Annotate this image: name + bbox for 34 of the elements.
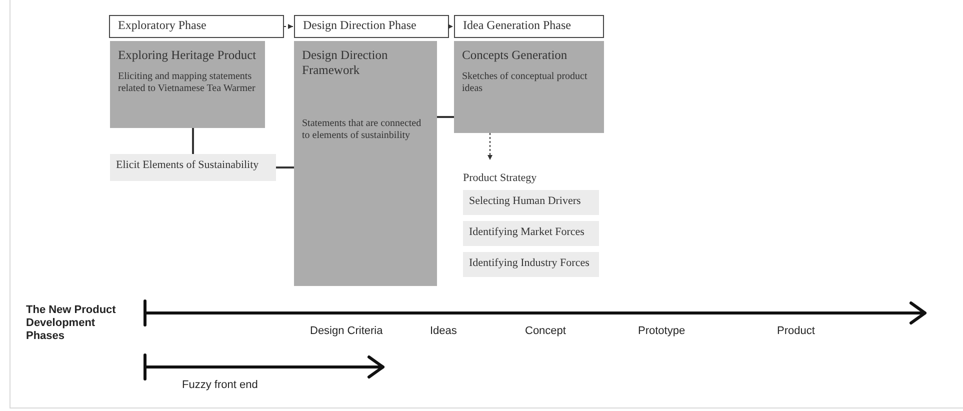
step-box [110, 154, 276, 181]
box-title: Design Direction Phase [303, 18, 418, 33]
box-description: Statements that are connected to elements of sustainbility [302, 118, 422, 142]
phase-label: Prototype [638, 325, 686, 337]
box-title: Exploring Heritage Product [118, 48, 257, 63]
box-title: Exploratory Phase [118, 18, 208, 33]
arrow [448, 24, 454, 29]
phase-box [454, 15, 604, 38]
phase-label: Ideas [430, 325, 457, 337]
section-heading: Product Strategy [463, 172, 538, 184]
arrow [284, 24, 294, 29]
box-title: Idea Generation Phase [463, 18, 572, 33]
phase-box [109, 15, 284, 38]
phase-label: Fuzzy front end [182, 379, 258, 391]
phase-box [294, 15, 449, 38]
activity-box [454, 41, 604, 133]
activity-box [294, 41, 437, 286]
arrow [488, 132, 492, 160]
connector-line [192, 128, 194, 154]
box-title: Identifying Industry Forces [469, 257, 590, 269]
box-description: Eliciting and mapping statements related to Vietnamese Tea Warmer [118, 71, 256, 95]
phase-label: Design Criteria [310, 325, 383, 337]
box-title: Selecting Human Drivers [469, 195, 582, 207]
box-description: Sketches of conceptual product ideas [462, 71, 588, 95]
connector-line [437, 116, 454, 118]
box-title: Identifying Market Forces [469, 226, 586, 238]
phase-label: Product [777, 325, 815, 337]
timeline-title: The New Product Development Phases [26, 304, 117, 343]
box-title: Design Direction Framework [302, 48, 389, 78]
phase-label: Concept [525, 325, 566, 337]
connector-line [276, 166, 294, 168]
box-title: Concepts Generation [462, 48, 568, 63]
activity-box [110, 41, 265, 128]
box-title: Elicit Elements of Sustainability [116, 159, 260, 171]
